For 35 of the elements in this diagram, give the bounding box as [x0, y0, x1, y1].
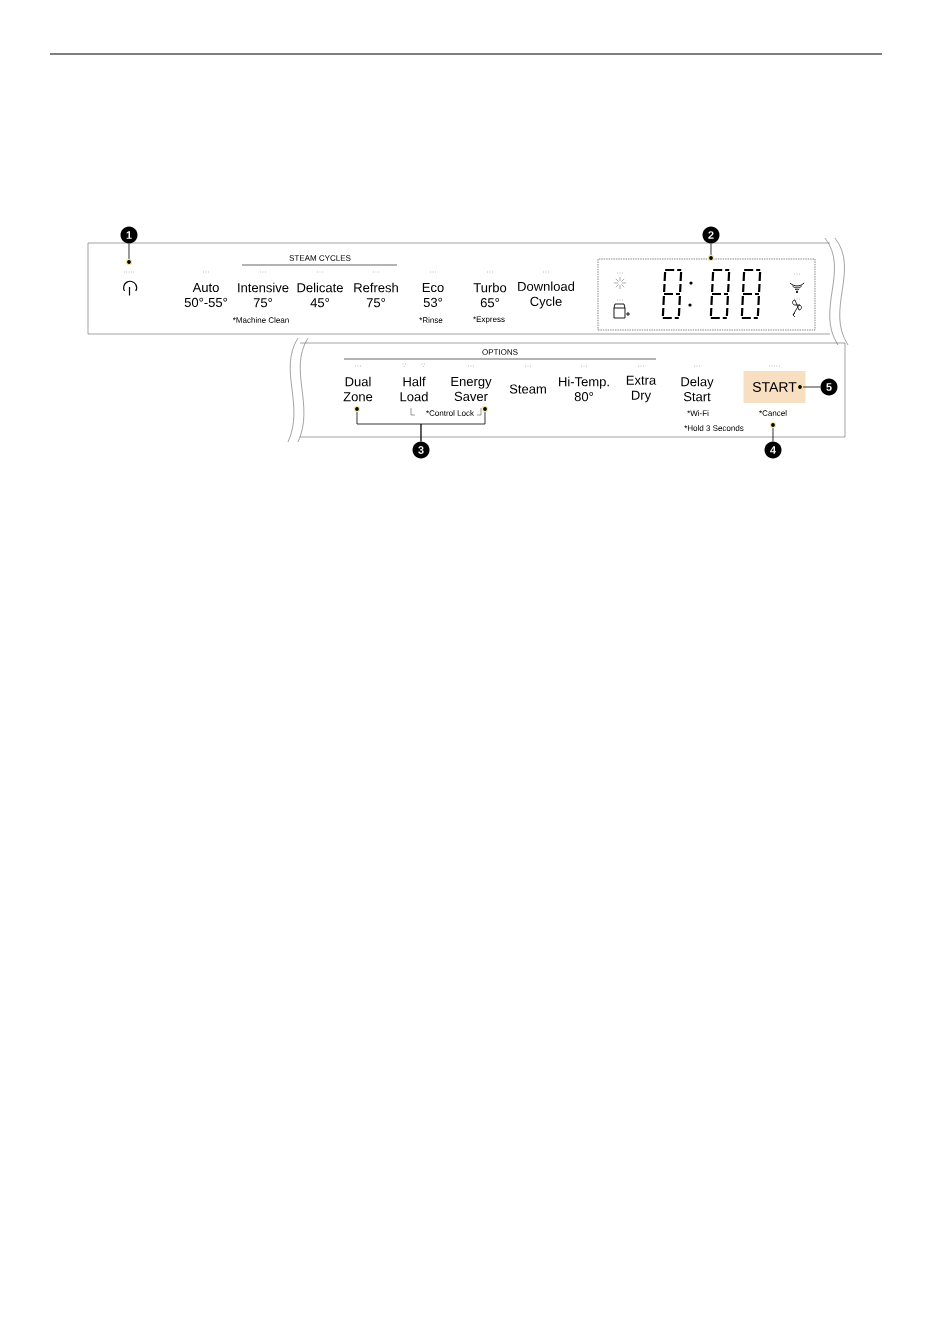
- button-label: Extra Dry: [626, 375, 657, 403]
- button-label: Intensive 75°: [238, 282, 289, 308]
- button-label: Download Cycle: [518, 281, 575, 309]
- note-text: *Express: [473, 316, 505, 324]
- leader-line: [772, 427, 774, 442]
- display-panel: [597, 258, 816, 331]
- leader-line: [802, 386, 821, 388]
- section-heading: OPTIONS: [482, 349, 518, 355]
- button-label: Hi-Temp. 80°: [559, 376, 609, 402]
- callout-number: 2: [702, 226, 720, 244]
- button-label: Dual Zone: [343, 376, 373, 402]
- button-label: Turbo 65°: [473, 282, 507, 308]
- callout-number: 3: [412, 441, 430, 459]
- leader-line: [420, 411, 486, 442]
- note-text: *Control Lock: [426, 410, 474, 416]
- button-label: Refresh 75°: [354, 282, 398, 308]
- button-label: Eco 53°: [422, 283, 444, 308]
- note-text: *Wi-Fi: [687, 410, 709, 416]
- callout-number: 4: [764, 441, 782, 459]
- button-label: Delay Start: [681, 376, 714, 402]
- leader-line: [128, 243, 130, 260]
- callout-number: 5: [820, 378, 838, 396]
- section-heading: STEAM CYCLES: [289, 255, 351, 261]
- note-text: *Hold 3 Seconds: [684, 425, 744, 431]
- leader-line: [710, 243, 712, 256]
- start-button: START: [743, 371, 806, 403]
- button-label: Energy Saver: [451, 377, 492, 402]
- note-text: *Machine Clean: [232, 317, 289, 323]
- note-text: *Cancel: [759, 410, 787, 416]
- button-label: Half Load: [400, 376, 428, 402]
- button-label: Steam: [509, 384, 546, 394]
- callout-number: 1: [120, 226, 138, 244]
- button-label: Delicate 45°: [297, 282, 343, 308]
- button-label: Auto 50°-55°: [184, 283, 228, 308]
- note-text: *Rinse: [419, 317, 443, 323]
